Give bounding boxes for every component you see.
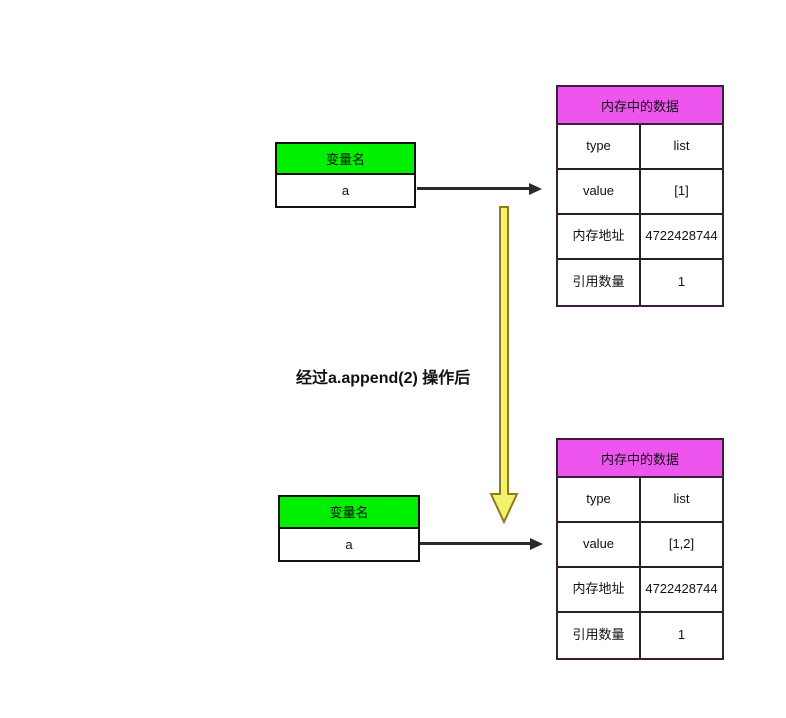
- memory-row-key: 引用数量: [558, 260, 641, 305]
- memory-row-value: [1,2]: [668, 536, 695, 552]
- memory-row-value: 1: [677, 274, 686, 290]
- memory-row-key: 引用数量: [558, 613, 641, 658]
- table-row: type list: [558, 478, 722, 523]
- memory-row-key: 内存地址: [558, 568, 641, 611]
- variable-box-after: 变量名 a: [278, 495, 420, 562]
- memory-table-before-header: 内存中的数据: [558, 87, 722, 125]
- table-row: 引用数量 1: [558, 260, 722, 305]
- transition-arrow-icon: [488, 206, 520, 524]
- memory-row-key: 内存地址: [558, 215, 641, 258]
- reference-arrow-after-shaft: [420, 542, 531, 545]
- memory-table-before-rows: type list value [1] 内存地址 4722428744 引用数量…: [558, 125, 722, 305]
- reference-arrow-before-shaft: [417, 187, 530, 190]
- memory-row-value: [1]: [674, 183, 689, 199]
- memory-row-value: list: [673, 138, 690, 154]
- memory-row-key: value: [558, 170, 641, 213]
- memory-row-value: 4722428744: [645, 581, 718, 597]
- table-row: 内存地址 4722428744: [558, 215, 722, 260]
- transition-caption: 经过a.append(2) 操作后: [296, 370, 471, 387]
- memory-table-after: 内存中的数据 type list value [1,2] 内存地址 472242…: [556, 438, 724, 660]
- reference-arrow-before: [417, 183, 542, 195]
- variable-box-before: 变量名 a: [275, 142, 416, 208]
- variable-box-after-value: a: [280, 528, 418, 560]
- table-row: value [1]: [558, 170, 722, 215]
- table-row: 内存地址 4722428744: [558, 568, 722, 613]
- table-row: value [1,2]: [558, 523, 722, 568]
- variable-box-after-header: 变量名: [280, 497, 418, 529]
- variable-box-before-value: a: [277, 175, 414, 206]
- memory-table-after-header: 内存中的数据: [558, 440, 722, 478]
- reference-arrow-after-head: [530, 538, 543, 550]
- memory-table-before: 内存中的数据 type list value [1] 内存地址 47224287…: [556, 85, 724, 307]
- memory-row-key: value: [558, 523, 641, 566]
- variable-box-before-header: 变量名: [277, 144, 414, 175]
- memory-row-value: 4722428744: [645, 228, 718, 244]
- table-row: type list: [558, 125, 722, 170]
- reference-arrow-after: [420, 538, 545, 550]
- memory-row-key: type: [558, 478, 641, 521]
- memory-row-value: list: [673, 491, 690, 507]
- reference-arrow-before-head: [529, 183, 542, 195]
- table-row: 引用数量 1: [558, 613, 722, 658]
- memory-row-key: type: [558, 125, 641, 168]
- memory-row-value: 1: [677, 627, 686, 643]
- memory-table-after-rows: type list value [1,2] 内存地址 4722428744 引用…: [558, 478, 722, 658]
